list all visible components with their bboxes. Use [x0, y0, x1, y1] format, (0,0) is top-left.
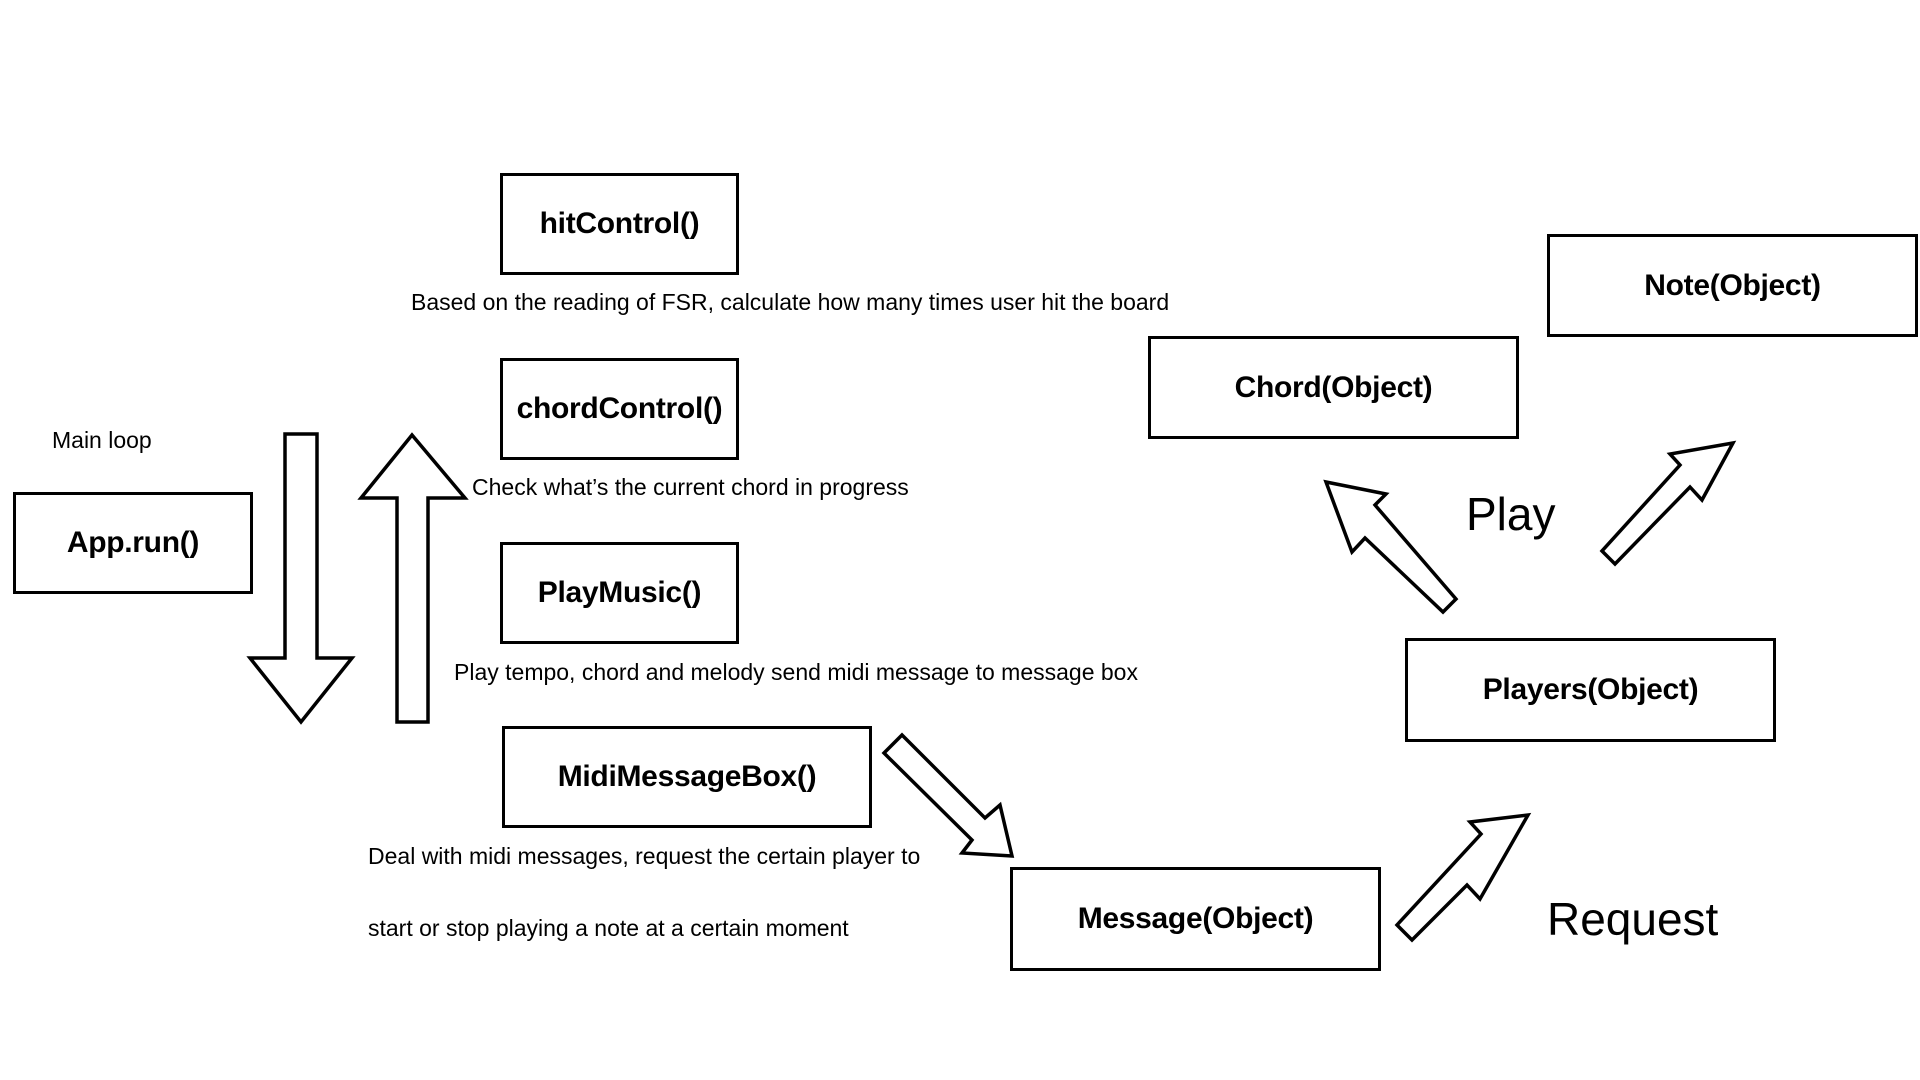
players-to-chord-arrow [1323, 479, 1459, 615]
midi-description-line-1: Deal with midi messages, request the cer… [368, 843, 921, 869]
midi-message-box-label: MidiMessageBox() [557, 760, 817, 793]
chord-label: Chord(Object) [1234, 370, 1433, 404]
message-node: Message(Object) [1010, 867, 1381, 971]
note-node: Note(Object) [1547, 234, 1918, 337]
play-label: Play [1466, 488, 1556, 540]
play-music-label: PlayMusic() [537, 576, 702, 609]
app-run-label: App.run() [66, 526, 200, 559]
hit-control-description: Based on the reading of FSR, calculate h… [411, 289, 1170, 315]
play-music-node: PlayMusic() [500, 542, 739, 644]
hit-control-label: hitControl() [539, 207, 700, 240]
chord-node: Chord(Object) [1148, 336, 1519, 439]
app-run-node: App.run() [13, 492, 253, 594]
players-to-note-arrow [1599, 440, 1737, 567]
play-music-description: Play tempo, chord and melody send midi m… [454, 659, 1138, 685]
note-label: Note(Object) [1644, 268, 1821, 302]
loop-down-arrow [246, 432, 356, 725]
request-label: Request [1547, 893, 1719, 945]
chord-control-node: chordControl() [500, 358, 739, 460]
midi-description-line-2: start or stop playing a note at a certai… [368, 915, 849, 941]
midi-message-box-node: MidiMessageBox() [502, 726, 872, 828]
loop-up-arrow [357, 432, 469, 724]
chord-control-description: Check what’s the current chord in progre… [472, 474, 909, 500]
midi-to-message-arrow [881, 732, 1015, 858]
message-to-players-arrow [1394, 812, 1532, 943]
main-loop-label: Main loop [52, 427, 152, 453]
hit-control-node: hitControl() [500, 173, 739, 275]
message-label: Message(Object) [1077, 902, 1314, 935]
players-node: Players(Object) [1405, 638, 1776, 742]
chord-control-label: chordControl() [516, 392, 723, 425]
players-label: Players(Object) [1482, 673, 1699, 706]
